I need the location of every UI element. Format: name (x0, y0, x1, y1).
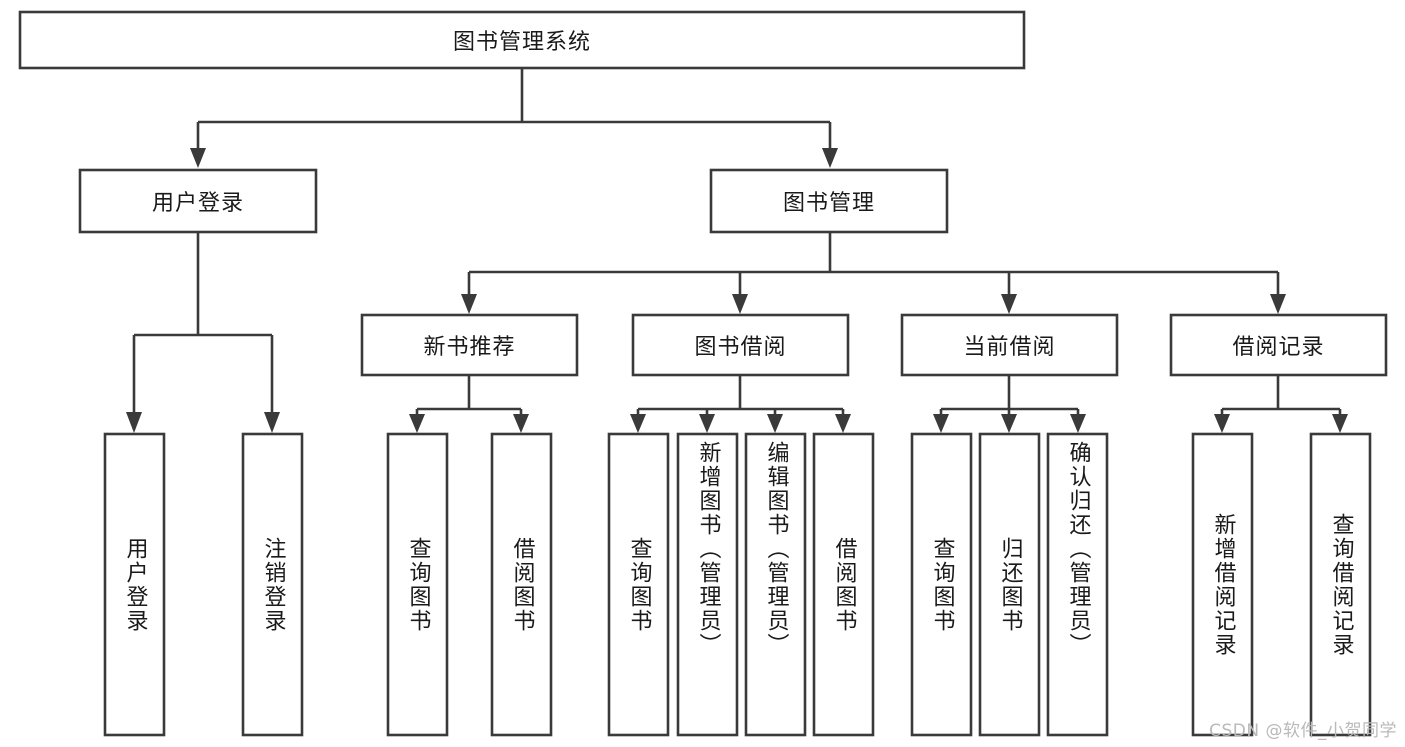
node-current-borrow[interactable] (900, 313, 1119, 377)
arrow-head-leaf-user-login-2 (264, 412, 280, 433)
arrow-head-leaf-new-book-1 (409, 414, 425, 433)
arrow-head-leaf-borrow-record-2 (1332, 414, 1348, 433)
leaf-box-user-login-2[interactable] (241, 432, 304, 737)
leaf-box-book-borrow-3[interactable] (744, 432, 807, 737)
arrow-head-leaf-new-book-2 (513, 414, 529, 433)
leaf-box-current-borrow-3[interactable] (1046, 432, 1109, 737)
arrow-head-leaf-current-borrow-1 (933, 414, 949, 433)
leaf-box-current-borrow-1[interactable] (910, 432, 973, 737)
leaf-box-user-login-1[interactable] (103, 432, 166, 737)
arrow-head-leaf-book-borrow-1 (630, 414, 646, 433)
csdn-watermark: CSDN @软件_小贺同学 (1209, 721, 1397, 741)
leaf-box-new-book-1[interactable] (386, 432, 449, 737)
arrow-head-current-borrow (1001, 294, 1017, 314)
arrow-head-leaf-borrow-record-1 (1214, 414, 1230, 433)
leaf-box-new-book-2[interactable] (490, 432, 553, 737)
node-root-book-system[interactable] (18, 10, 1026, 70)
arrow-head-leaf-book-borrow-3 (767, 414, 783, 433)
node-user-login[interactable] (78, 168, 318, 234)
arrow-head-new-book (461, 294, 477, 314)
arrow-head-book-borrow (732, 294, 748, 314)
leaf-box-book-borrow-2[interactable] (676, 432, 739, 737)
leaf-box-borrow-record-2[interactable] (1309, 432, 1372, 737)
arrow-head-leaf-current-borrow-2 (1001, 414, 1017, 433)
node-borrow-record[interactable] (1169, 313, 1388, 377)
arrow-head-leaf-current-borrow-3 (1070, 414, 1086, 433)
arrow-head-user-login (190, 148, 206, 168)
leaf-box-book-borrow-4[interactable] (812, 432, 875, 737)
node-book-borrow[interactable] (631, 313, 850, 377)
arrow-head-book-manage (822, 148, 838, 168)
arrow-head-leaf-book-borrow-4 (835, 414, 851, 433)
arrow-head-leaf-book-borrow-2 (699, 414, 715, 433)
leaf-box-current-borrow-2[interactable] (978, 432, 1041, 737)
leaf-box-book-borrow-1[interactable] (607, 432, 670, 737)
arrow-head-borrow-record (1270, 294, 1286, 314)
arrow-head-leaf-user-login-1 (126, 412, 142, 433)
node-new-book-recommend[interactable] (360, 313, 579, 377)
leaf-box-borrow-record-1[interactable] (1191, 432, 1254, 737)
node-book-manage[interactable] (709, 168, 949, 234)
